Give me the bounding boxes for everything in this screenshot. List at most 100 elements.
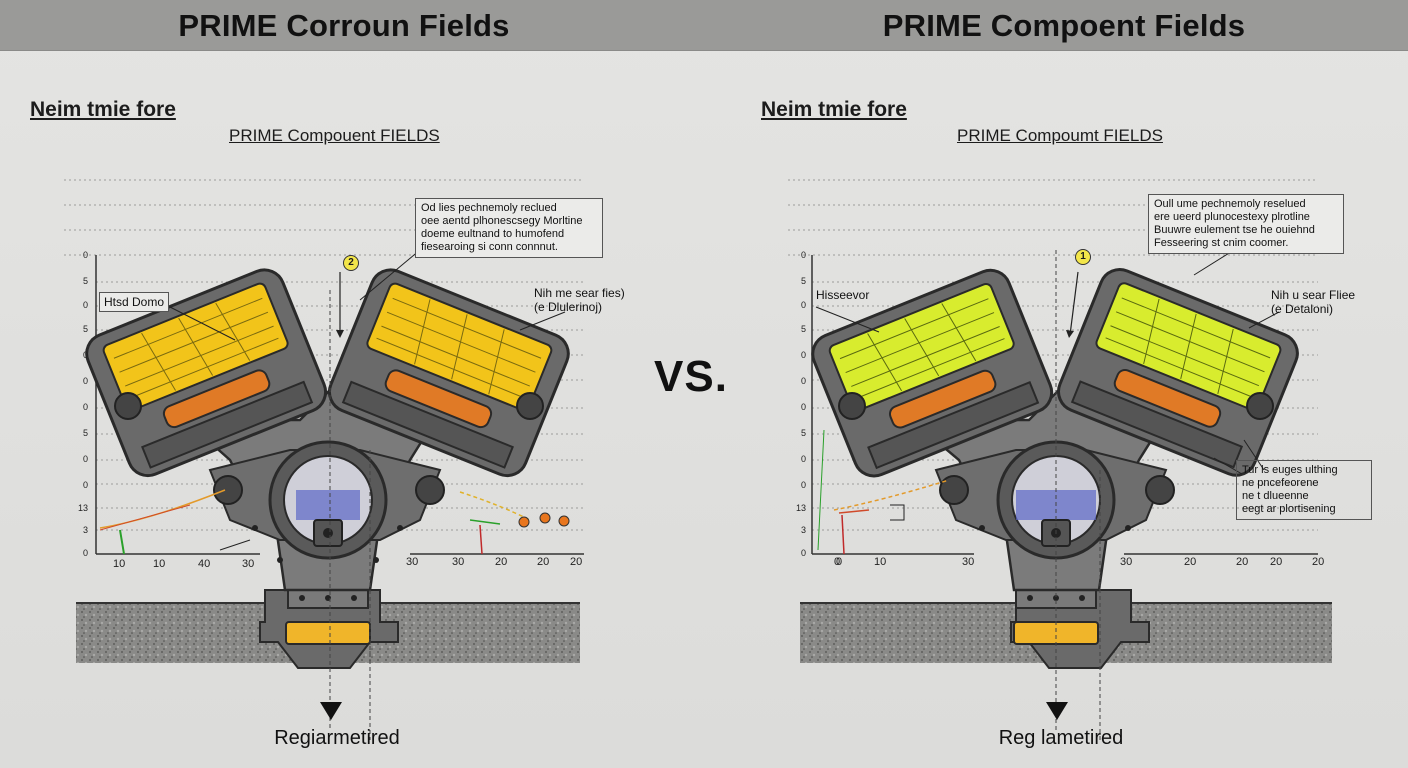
side-tag: Htsd Domo bbox=[99, 292, 170, 312]
left-cylinder-head bbox=[811, 268, 1054, 478]
callout-line: oee aentd plhonescsegy Morltine bbox=[421, 215, 583, 227]
right-diagram-panel: Neim tmie fore PRIME Compoumt FIELDS Oul… bbox=[704, 50, 1408, 768]
y-tick: 0 bbox=[82, 376, 88, 386]
x-tick: 20 bbox=[1312, 556, 1325, 568]
panel-subtitle: Neim tmie fore bbox=[761, 98, 907, 121]
right-tag-line: (e Detaloni) bbox=[1271, 302, 1334, 316]
callout-line: doeme eultnand to humofend bbox=[421, 228, 565, 240]
number-badge: 1 bbox=[1075, 249, 1091, 265]
base-band bbox=[1013, 621, 1099, 645]
y-tick: 0 bbox=[82, 454, 88, 464]
y-tick: 0 bbox=[800, 480, 806, 490]
bottom-label: Reg lametired bbox=[998, 727, 1124, 749]
y-tick: 0 bbox=[82, 250, 88, 260]
x-tick: 40 bbox=[198, 558, 211, 570]
callout-line: Fesseering st cnim coomer. bbox=[1154, 237, 1289, 249]
annotation-lines bbox=[815, 249, 1280, 740]
lower-callout: Tur ls euges ulthing ne pncefeorene ne t… bbox=[1236, 460, 1372, 520]
x-tick: 10 bbox=[113, 558, 126, 570]
versus-label: VS. bbox=[654, 352, 728, 401]
right-engine-diagram bbox=[788, 179, 1332, 740]
x-tick: 0 bbox=[836, 556, 843, 568]
y-tick: 0 bbox=[82, 300, 88, 310]
x-tick: 20 bbox=[537, 556, 550, 568]
y-tick: 0 bbox=[82, 402, 88, 412]
callout-line: eegt ar plortisening bbox=[1242, 503, 1336, 515]
base-mount bbox=[1010, 587, 1150, 669]
y-tick: 0 bbox=[82, 548, 88, 558]
y-tick: 5 bbox=[82, 428, 88, 438]
x-tick: 30 bbox=[452, 556, 465, 568]
right-tag: Nih me sear fies) (e Dlulerinoj) bbox=[534, 286, 625, 314]
x-tick: 20 bbox=[1236, 556, 1249, 568]
header-bar bbox=[0, 0, 1408, 51]
y-tick: 5 bbox=[800, 324, 806, 334]
y-tick: 0 bbox=[800, 548, 806, 558]
right-tag-line: (e Dlulerinoj) bbox=[534, 300, 603, 314]
callout-line: Buuwre eulement tse he ouiehnd bbox=[1154, 224, 1315, 236]
callout-line: ne pncefeorene bbox=[1242, 477, 1319, 489]
y-tick: 3 bbox=[800, 525, 806, 535]
x-tick: 0 bbox=[834, 556, 841, 568]
y-tick: 5 bbox=[800, 428, 806, 438]
y-tick: 0 bbox=[800, 376, 806, 386]
x-tick: 20 bbox=[1184, 556, 1197, 568]
y-tick: 5 bbox=[82, 276, 88, 286]
x-tick: 10 bbox=[874, 556, 887, 568]
left-engine-diagram bbox=[64, 179, 584, 740]
y-tick: 0 bbox=[800, 300, 806, 310]
base-band bbox=[285, 621, 371, 645]
y-tick: 0 bbox=[800, 454, 806, 464]
right-panel-title: PRIME Compoent Fields bbox=[882, 8, 1246, 43]
x-tick: 20 bbox=[1270, 556, 1283, 568]
left-diagram-panel: Neim tmie fore PRIME Compouent FIELDS Od… bbox=[0, 50, 704, 768]
down-arrow-icon bbox=[320, 702, 342, 720]
right-cylinder-head bbox=[1057, 268, 1299, 477]
y-tick: 0 bbox=[800, 350, 806, 360]
x-tick: 10 bbox=[153, 558, 166, 570]
orange-markers bbox=[518, 512, 570, 528]
right-tag-line: Nih me sear fies) bbox=[534, 286, 625, 300]
right-core-piston bbox=[1113, 368, 1222, 428]
panel-heading: PRIME Compouent FIELDS bbox=[229, 126, 440, 145]
y-tick: 3 bbox=[82, 525, 88, 535]
right-tag-line: Nih u sear Fliee bbox=[1271, 288, 1356, 302]
panel-heading: PRIME Compoumt FIELDS bbox=[957, 126, 1163, 145]
right-tag: Nih u sear Fliee (e Detaloni) bbox=[1271, 288, 1355, 316]
base-mount bbox=[259, 587, 399, 669]
x-tick: 30 bbox=[1120, 556, 1133, 568]
x-tick: 30 bbox=[406, 556, 419, 568]
x-tick: 30 bbox=[962, 556, 975, 568]
x-tick: 30 bbox=[242, 558, 255, 570]
side-tag: Hisseevor bbox=[816, 288, 870, 302]
callout-line: Od lies pechnemoly reclued bbox=[421, 202, 557, 214]
callout-line: fiesearoing si conn connnut. bbox=[421, 241, 558, 253]
callout-line: Oull ume pechnemoly reselued bbox=[1154, 198, 1306, 210]
y-tick: 0 bbox=[82, 480, 88, 490]
y-tick: 0 bbox=[800, 250, 806, 260]
annotation-lines bbox=[99, 249, 566, 740]
y-tick: 13 bbox=[795, 503, 806, 513]
bottom-label: Regiarmetired bbox=[274, 727, 400, 749]
y-tick: 13 bbox=[77, 503, 88, 513]
left-panel-title: PRIME Corroun Fields bbox=[178, 8, 510, 43]
y-tick: 5 bbox=[800, 276, 806, 286]
x-tick: 20 bbox=[570, 556, 583, 568]
y-tick: 0 bbox=[82, 350, 88, 360]
left-cylinder-head bbox=[85, 268, 328, 478]
callout-line: Tur ls euges ulthing bbox=[1242, 464, 1338, 476]
right-cylinder-head bbox=[327, 268, 570, 478]
callout-line: ne t dlueenne bbox=[1242, 490, 1309, 502]
y-tick: 0 bbox=[800, 402, 806, 412]
y-tick: 5 bbox=[82, 324, 88, 334]
left-core-piston bbox=[162, 369, 271, 429]
down-arrow-icon bbox=[1046, 702, 1068, 720]
callout-line: ere ueerd plunocestexy plrotline bbox=[1154, 211, 1310, 223]
number-badge: 2 bbox=[343, 255, 359, 271]
top-callout: Od lies pechnemoly reclued oee aentd plh… bbox=[415, 198, 603, 258]
right-core-piston bbox=[384, 369, 493, 429]
top-callout: Oull ume pechnemoly reselued ere ueerd p… bbox=[1148, 194, 1344, 254]
panel-subtitle: Neim tmie fore bbox=[30, 98, 176, 121]
x-tick: 20 bbox=[495, 556, 508, 568]
left-core-piston bbox=[888, 369, 997, 429]
